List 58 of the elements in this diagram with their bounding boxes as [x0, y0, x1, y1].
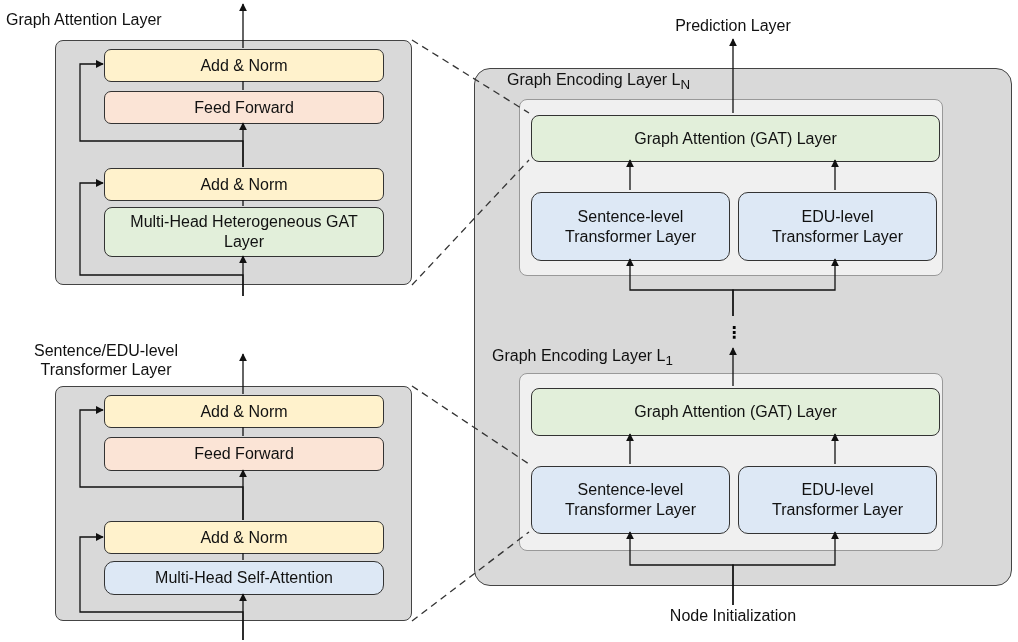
- arrow: [79, 406, 244, 521]
- layer-label: EDU-level Transformer Layer: [771, 480, 904, 520]
- zoom-line: [411, 159, 530, 286]
- add-norm-box: [104, 49, 384, 82]
- attention-layer-box: [531, 115, 940, 162]
- arrow: [732, 531, 839, 606]
- arrow: [79, 533, 244, 641]
- layer-label: Prediction Layer: [674, 16, 792, 36]
- transformer-layer-box: [738, 192, 937, 261]
- zoom-line: [411, 385, 530, 465]
- arrow: [831, 159, 839, 191]
- connector-line: [242, 199, 244, 207]
- transformer-layer-box: [738, 466, 937, 534]
- layer-label: Feed Forward: [193, 97, 295, 118]
- add-norm-box: [104, 168, 384, 201]
- arrow: [79, 179, 244, 297]
- arrow: [729, 347, 737, 387]
- feed-forward-box: [104, 91, 384, 124]
- panel-heading: Graph Attention Layer: [6, 10, 162, 30]
- feed-forward-box: [104, 437, 384, 471]
- layer-label: Feed Forward: [193, 444, 295, 464]
- arrow: [239, 3, 247, 49]
- layer-label: EDU-level Transformer Layer: [771, 206, 904, 247]
- transformer-layer-box: [104, 561, 384, 595]
- layer-label: Sentence-level Transformer Layer: [564, 206, 697, 247]
- zoom-line: [411, 39, 530, 114]
- ellipsis-dots: ⋮: [725, 323, 743, 343]
- connector-line: [242, 552, 244, 561]
- panel-heading: Sentence/EDU-level Transformer Layer: [32, 341, 180, 380]
- layer-label: Add & Norm: [199, 401, 289, 422]
- arrow: [626, 159, 634, 191]
- add-norm-box: [104, 395, 384, 428]
- arrow: [79, 60, 244, 168]
- connector-line: [242, 80, 244, 91]
- layer-label: Node Initialization: [668, 606, 798, 626]
- layer-label: Sentence-level Transformer Layer: [564, 480, 697, 520]
- transformer-layer-box: [531, 192, 730, 261]
- layer-label: Multi-Head Heterogeneous GAT Layer: [129, 212, 359, 252]
- panel-heading: Graph Encoding Layer L$_{1}$: [492, 346, 673, 370]
- arrow: [831, 433, 839, 465]
- layer-label: Add & Norm: [199, 527, 289, 548]
- connector-line: [242, 426, 244, 437]
- layer-label: Graph Attention (GAT) Layer: [633, 128, 838, 149]
- layer-label: Graph Attention (GAT) Layer: [633, 402, 838, 422]
- arrow: [239, 353, 247, 395]
- add-norm-box: [104, 521, 384, 554]
- panel-heading: Graph Encoding Layer L$_{N}$: [507, 70, 691, 94]
- attention-layer-box: [531, 388, 940, 436]
- encoder-panel: [474, 68, 1012, 586]
- arrow: [626, 433, 634, 465]
- layer-label: Add & Norm: [199, 174, 289, 195]
- layer-label: Multi-Head Self-Attention: [154, 568, 334, 588]
- attention-layer-box: [104, 207, 384, 257]
- arrow: [732, 258, 839, 317]
- layer-label: Add & Norm: [199, 55, 289, 76]
- arrow: [729, 38, 737, 114]
- zoom-line: [411, 531, 530, 622]
- transformer-layer-box: [531, 466, 730, 534]
